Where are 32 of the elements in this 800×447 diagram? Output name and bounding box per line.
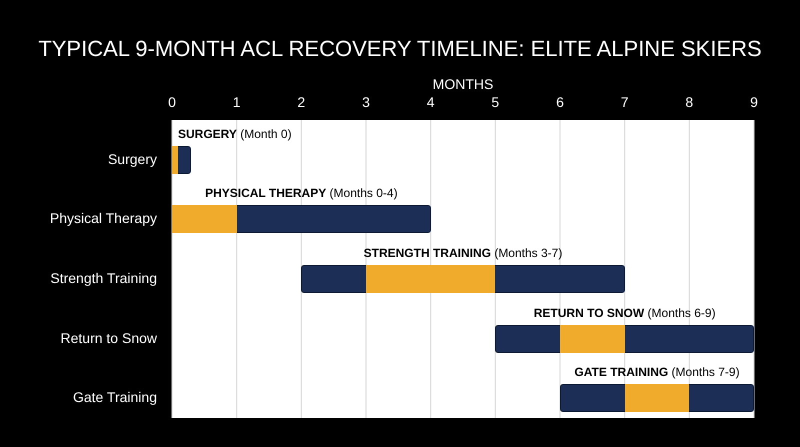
tick-label: 9 [749,94,759,110]
focus-bar [560,324,625,353]
focus-bar [172,146,178,174]
phase-bar [172,146,192,174]
category-label: Return to Snow [60,330,157,346]
category-label: Surgery [108,150,157,167]
axis-title: MONTHS [432,76,494,92]
phase-bar [560,384,754,412]
focus-bar [366,265,496,293]
phase-annotation: STRENGTH TRAINING (Months 3-7) [364,246,562,260]
category-label: Strength Training [50,270,157,286]
tick-label: 1 [232,94,242,110]
tick-label: 7 [620,94,630,110]
phase-bar [172,205,431,234]
tick-label: 4 [426,94,436,110]
focus-bar [172,205,237,234]
phase-bar [301,265,625,293]
tick-label: 3 [361,94,371,110]
phase-annotation: GATE TRAINING (Months 7-9) [574,365,740,380]
category-label: Physical Therapy [50,210,157,226]
tick-label: 8 [684,94,694,110]
phase-annotation: PHYSICAL THERAPY (Months 0-4) [205,186,398,200]
phase-bar [495,324,754,353]
chart-title: TYPICAL 9-MONTH ACL RECOVERY TIMELINE: ELITE ALPINE SKIERS [37,36,763,62]
phase-annotation: RETURN TO SNOW (Months 6-9) [534,306,716,320]
category-label: Gate Training [72,389,157,406]
focus-bar [624,384,690,412]
tick-label: 6 [555,94,565,110]
tick-label: 5 [490,94,500,110]
tick-label: 2 [296,94,306,110]
phase-annotation: SURGERY (Month 0) [178,126,292,141]
tick-label: 0 [167,94,177,110]
